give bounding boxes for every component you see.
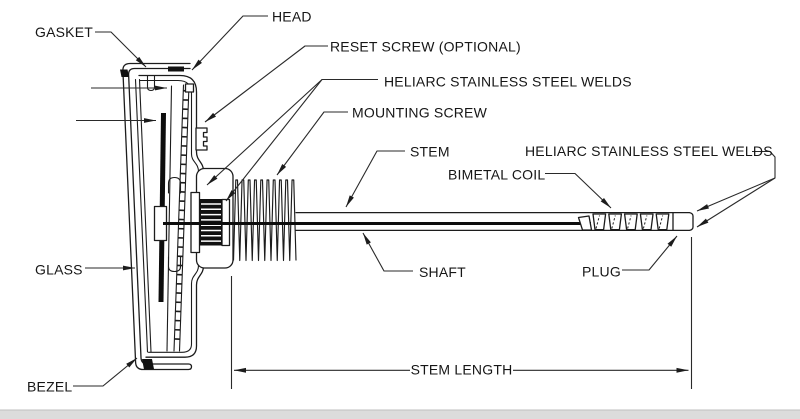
heliarc-right-leader-1 (696, 150, 776, 212)
plug-leader (622, 235, 678, 271)
bimetal-coil-label: BIMETAL COIL (448, 167, 545, 183)
heliarc-left-label: HELIARC STAINLESS STEEL WELDS (384, 74, 632, 90)
bimetal-coil-leader (545, 172, 612, 209)
stem-length-label: STEM LENGTH (411, 362, 513, 378)
heliarc-right-label: HELIARC STAINLESS STEEL WELDS (525, 143, 773, 159)
bezel-label: BEZEL (27, 379, 72, 395)
dial-plate (173, 84, 190, 352)
plug-label: PLUG (582, 264, 621, 280)
thermometer-head (120, 62, 208, 371)
head-label: HEAD (272, 9, 312, 25)
bottom-band (0, 409, 800, 419)
gasket-leader (95, 31, 147, 68)
reset-screw-label: RESET SCREW (OPTIONAL) (330, 39, 521, 55)
head-leader (191, 15, 268, 71)
stem-assembly (163, 211, 694, 232)
bimetal-coil-part (577, 213, 670, 231)
knurl-stripes (201, 203, 221, 242)
callout-labels: GASKET HEAD RESET SCREW (OPTIONAL) HELIA… (27, 9, 773, 395)
glass-pane (134, 78, 152, 353)
shaft-leader (362, 232, 413, 272)
heliarc-left-leader-1 (206, 78, 378, 186)
stem-tube (295, 211, 674, 232)
bezel-leader (73, 357, 138, 387)
mounting-fitting (190, 167, 297, 269)
gasket-section-top-left (120, 69, 129, 77)
gasket-section-top-right (168, 66, 184, 72)
stem-label: STEM (410, 144, 450, 160)
stem-leader (345, 150, 405, 208)
heliarc-left-leader-2 (225, 79, 323, 202)
dial-face-line (166, 85, 173, 352)
shaft-label: SHAFT (419, 264, 466, 280)
gasket-label: GASKET (35, 24, 93, 40)
dimension-stem-length: STEM LENGTH (230, 237, 693, 389)
gasket-section-bottom (142, 359, 154, 370)
mounting-threads (232, 179, 297, 262)
movement-clip-bottom (167, 256, 182, 273)
movement-clip-top (167, 176, 182, 194)
heliarc-right-leader-2 (696, 177, 776, 228)
plug-part (672, 211, 694, 232)
mounting-screw-label: MOUNTING SCREW (352, 105, 488, 121)
reset-screw-leader (204, 45, 328, 123)
glass-label: GLASS (35, 262, 83, 278)
reset-screw-part (195, 127, 208, 151)
dial-top-tab (184, 83, 195, 93)
mounting-screw-leader (276, 111, 348, 176)
callout-leaders (73, 15, 776, 387)
